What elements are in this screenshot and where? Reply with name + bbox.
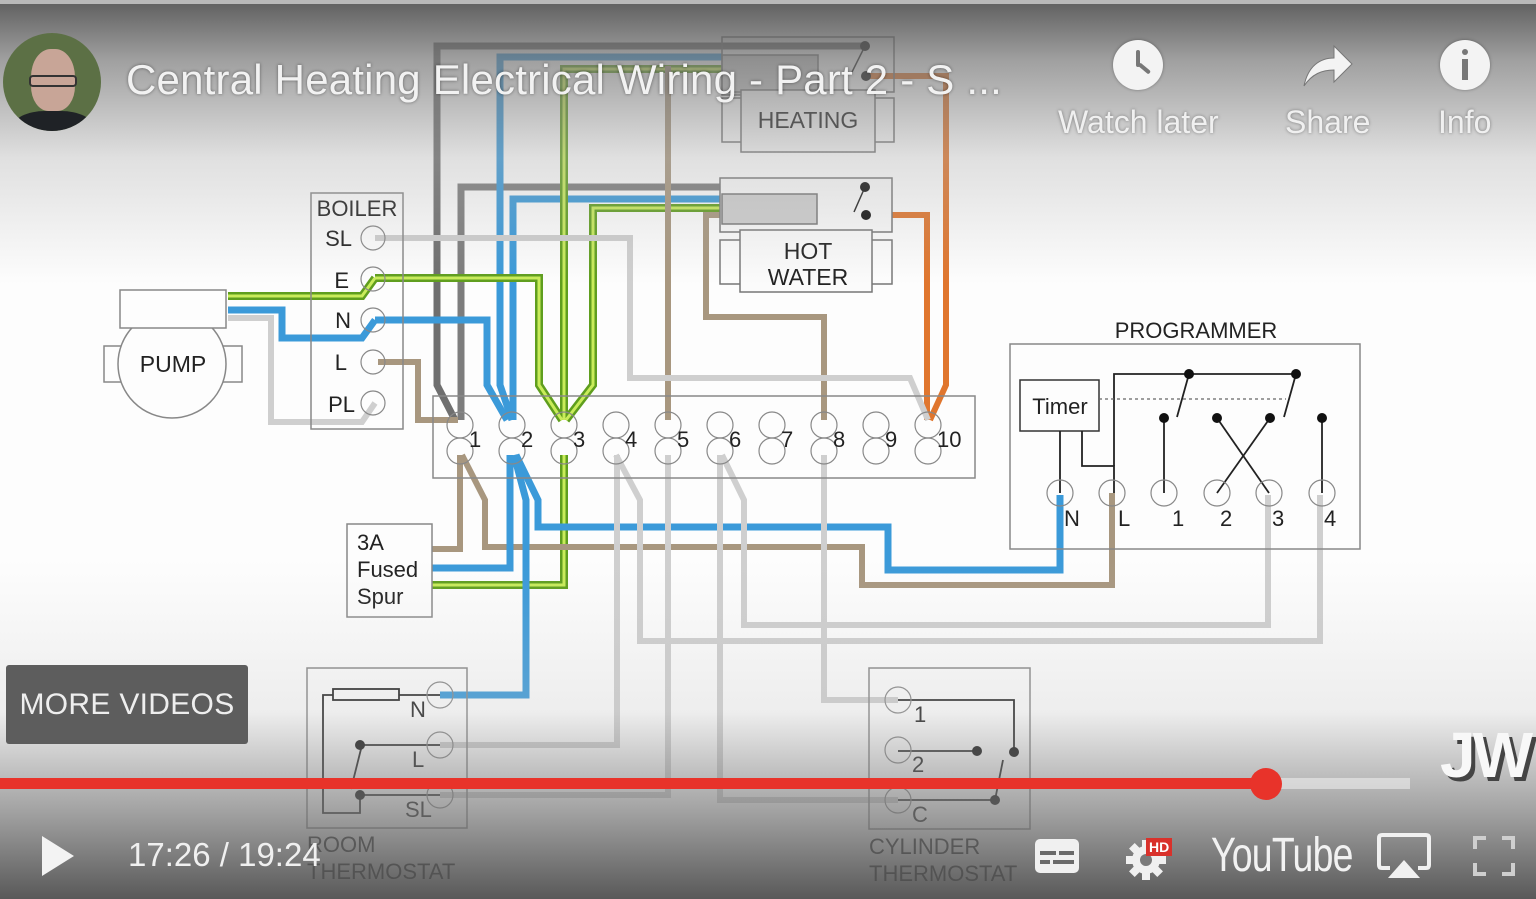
info-button[interactable]: Info	[1438, 40, 1491, 141]
info-label: Info	[1438, 104, 1492, 140]
wire-blue-pump-n	[228, 306, 378, 342]
fused-spur-label-3: Spur	[357, 584, 403, 609]
play-icon[interactable]	[42, 836, 74, 876]
more-videos-button[interactable]: MORE VIDEOS	[6, 665, 248, 744]
junction-terminal-label: 5	[677, 427, 689, 452]
programmer-terminal-n: N	[1064, 506, 1080, 531]
junction-terminal-10	[914, 437, 942, 465]
boiler-terminal-sl: SL	[325, 226, 352, 251]
junction-terminal-label: 1	[469, 427, 481, 452]
video-title[interactable]: Central Heating Electrical Wiring - Part…	[126, 56, 1002, 103]
junction-terminal-label: 6	[729, 427, 741, 452]
junction-terminal-2	[498, 437, 526, 465]
junction-terminal-label: 7	[781, 427, 793, 452]
cylinder-thermostat-terminal-1: 1	[914, 702, 926, 727]
fused-spur-label-1: 3A	[357, 530, 384, 555]
programmer-terminal-2: 2	[1220, 506, 1232, 531]
timer-label: Timer	[1032, 394, 1087, 419]
room-thermostat-terminal-sl: SL	[405, 797, 432, 822]
heating-label: HEATING	[758, 107, 859, 133]
wire-orange-heating	[866, 73, 949, 422]
channel-avatar[interactable]	[3, 33, 101, 131]
junction-terminal-7	[758, 437, 786, 465]
junction-terminal-9	[862, 437, 890, 465]
junction-terminal-5	[654, 437, 682, 465]
watch-later-button[interactable]: Watch later	[1058, 40, 1219, 141]
progress-bar[interactable]	[0, 768, 1410, 800]
cylinder-thermostat-title-2: THERMOSTAT	[869, 861, 1017, 886]
fused-spur-label-2: Fused	[357, 557, 418, 582]
junction-terminal-label: 9	[885, 427, 897, 452]
youtube-logo[interactable]: YouTube	[1211, 829, 1353, 882]
junction-terminal-label: 3	[573, 427, 585, 452]
junction-terminal-3	[550, 437, 578, 465]
room-thermostat-terminal-l: L	[412, 747, 424, 772]
timer-box	[1019, 379, 1100, 432]
progress-scrubber-handle[interactable]	[1250, 768, 1283, 800]
cylinder-thermostat-title-1: CYLINDER	[869, 834, 980, 859]
programmer-terminal-1: 1	[1172, 506, 1184, 531]
wire-blue-boiler-n	[375, 316, 511, 422]
wire-blue-prog-n	[512, 453, 1064, 574]
room-thermostat-terminal-n: N	[410, 697, 426, 722]
pump-label: PUMP	[140, 351, 206, 377]
wire-brown-spur	[432, 455, 463, 552]
channel-watermark[interactable]: JW	[1440, 719, 1533, 791]
junction-terminal-label: 8	[833, 427, 845, 452]
programmer-terminal-3: 3	[1272, 506, 1284, 531]
programmer-terminal-4: 4	[1324, 506, 1336, 531]
programmer-title: PROGRAMMER	[1115, 318, 1278, 343]
boiler-terminal-pl: PL	[328, 392, 355, 417]
junction-terminal-6	[706, 437, 734, 465]
subtitles-icon[interactable]	[1034, 838, 1080, 874]
fullscreen-icon[interactable]	[1473, 836, 1515, 876]
cylinder-thermostat-box	[868, 667, 1031, 830]
hot-water-label-1: HOT	[784, 238, 833, 264]
share-button[interactable]: Share	[1285, 40, 1370, 141]
info-icon	[1439, 40, 1490, 90]
airplay-icon[interactable]	[1376, 832, 1432, 882]
boiler-terminal-n: N	[335, 308, 351, 333]
share-arrow-icon	[1303, 44, 1353, 87]
watch-later-label: Watch later	[1058, 104, 1219, 140]
boiler-terminal-l: L	[335, 350, 347, 375]
room-thermostat-title-2: THERMOSTAT	[307, 859, 455, 884]
hot-water-label-2: WATER	[768, 264, 849, 290]
share-label: Share	[1285, 104, 1371, 140]
wire-brown-boiler-l	[378, 359, 458, 423]
junction-terminal-label: 4	[625, 427, 637, 452]
boiler-title: BOILER	[317, 196, 398, 221]
junction-terminal-label: 10	[937, 427, 961, 452]
hd-badge: HD	[1146, 838, 1173, 856]
window-top-border	[0, 0, 1536, 4]
programmer-box	[1009, 343, 1361, 550]
pump	[103, 289, 243, 419]
junction-terminal-8	[810, 437, 838, 465]
clock-icon	[1113, 40, 1164, 90]
cylinder-thermostat-terminal-c: C	[912, 802, 928, 827]
wire-brown-prog-l	[459, 453, 1115, 588]
settings-button[interactable]: HD	[1124, 834, 1180, 882]
junction-terminal-label: 2	[521, 427, 533, 452]
progress-played	[0, 778, 1267, 789]
junction-terminal-4	[602, 437, 630, 465]
boiler-terminal-e: E	[334, 268, 349, 293]
time-display: 17:26 / 19:24	[128, 836, 321, 873]
programmer-terminal-l: L	[1118, 506, 1130, 531]
junction-box	[432, 395, 976, 479]
junction-terminal-1	[446, 437, 474, 465]
